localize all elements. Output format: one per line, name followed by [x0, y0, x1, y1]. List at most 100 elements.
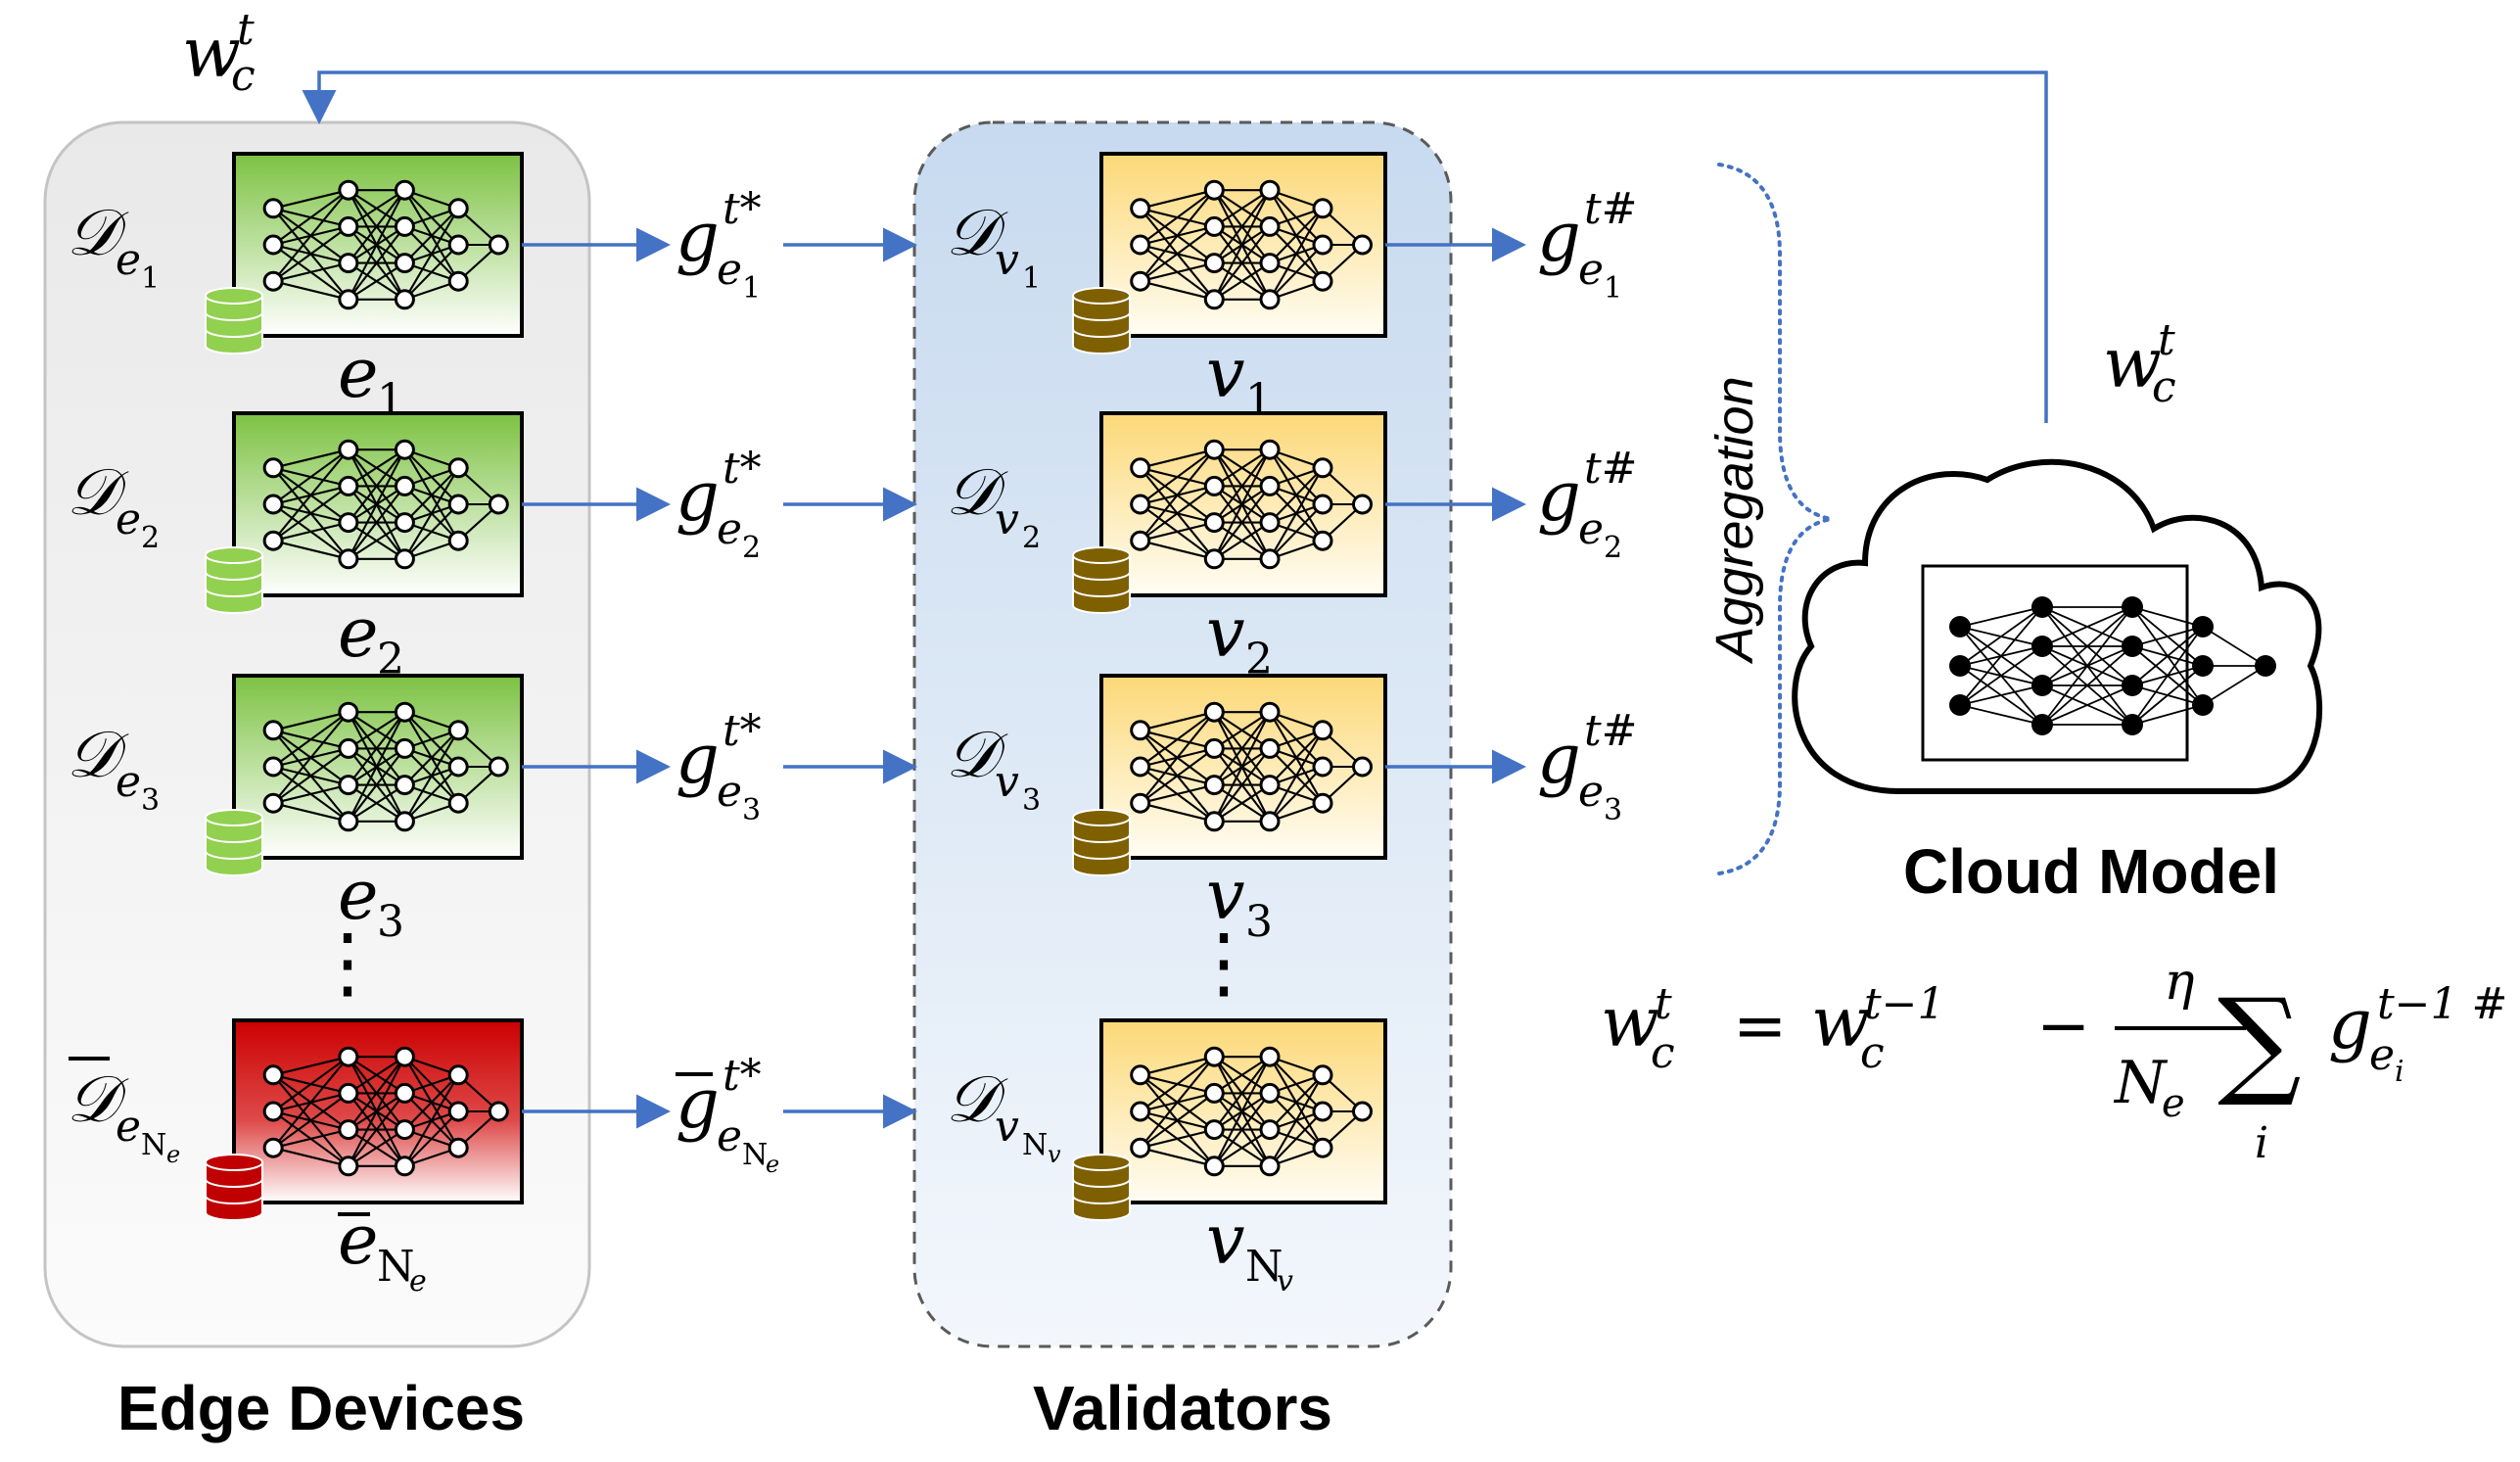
- gradient-sub: e: [717, 504, 742, 554]
- filtered-gradient-sup: t#: [1584, 444, 1638, 494]
- svg-text:c: c: [1651, 1028, 1675, 1078]
- database-icon: [1072, 809, 1131, 876]
- gradient-subsub: 2: [742, 531, 761, 565]
- edge-devices-title: Edge Devices: [117, 1373, 525, 1443]
- gradient-sup: t*: [723, 184, 762, 234]
- validator-dataset-sub: v: [995, 495, 1019, 544]
- cloud-network-icon: [1949, 596, 2276, 735]
- top-feedback-label: w c t: [182, 5, 256, 101]
- svg-text:e: e: [2162, 1081, 2185, 1126]
- svg-text:i: i: [2395, 1055, 2404, 1089]
- gradient-symbol: g: [676, 197, 720, 277]
- database-icon: [205, 1154, 263, 1221]
- validator-dataset-subsub: 3: [1022, 783, 1041, 818]
- neural-network-icon: [262, 701, 509, 832]
- database-icon: [205, 546, 263, 614]
- gradient-subsub: 3: [742, 793, 761, 827]
- validators-title: Validators: [1033, 1373, 1332, 1443]
- cloud-model-icon: [1792, 458, 2323, 794]
- svg-text:i: i: [2255, 1118, 2268, 1168]
- neural-network-icon: [262, 179, 509, 310]
- edge-dataset-subsub: 1: [141, 261, 160, 296]
- svg-text:η: η: [2164, 953, 2194, 1012]
- gradient-sup: t*: [723, 706, 762, 756]
- edge-dataset-subsub: 3: [141, 783, 160, 818]
- edge-device-symbol: e: [338, 333, 378, 413]
- svg-text:c: c: [231, 51, 256, 101]
- gradient-subsub: N: [742, 1138, 768, 1172]
- gradient-sup: t*: [723, 444, 762, 494]
- validator-dataset-subsub: 1: [1022, 261, 1041, 296]
- edge-device-symbol: e: [338, 592, 378, 673]
- edge-dataset-subsubsub: e: [166, 1141, 180, 1168]
- update-rule-formula: w c t = w c t−1 − η N e ∑ i g e i t−1 #: [1601, 953, 2507, 1168]
- neural-network-icon: [1130, 439, 1373, 570]
- edge-dataset-subsub: N: [141, 1128, 166, 1162]
- svg-text:w: w: [1601, 982, 1659, 1062]
- edge-dataset-sub: e: [116, 1102, 141, 1152]
- validator-symbol: v: [1206, 1200, 1245, 1280]
- cloud-model-title: Cloud Model: [1903, 836, 2279, 907]
- filtered-gradient-sup: t#: [1584, 184, 1638, 234]
- svg-text:c: c: [2152, 362, 2176, 412]
- svg-text:g: g: [2328, 984, 2372, 1064]
- neural-network-icon: [262, 439, 509, 570]
- validator-dataset-subsubsub: v: [1048, 1141, 1061, 1168]
- filtered-gradient-symbol: g: [1537, 197, 1581, 277]
- filtered-gradient-subsub: 3: [1604, 793, 1622, 827]
- validator-dataset-subsub: N: [1022, 1128, 1048, 1162]
- svg-text:t: t: [2158, 315, 2175, 365]
- gradient-symbol: g: [676, 1063, 720, 1144]
- database-icon: [1072, 1154, 1131, 1221]
- validator-dataset-sub: v: [995, 757, 1019, 807]
- validator-symbol: v: [1206, 333, 1245, 413]
- svg-text:t−1 #: t−1 #: [2377, 979, 2507, 1029]
- svg-text:c: c: [1860, 1028, 1885, 1078]
- filtered-gradient-sub: e: [1578, 245, 1604, 295]
- cloud-feedback-arrow: [302, 71, 2048, 423]
- aggregation-label: Aggregation: [1705, 376, 1764, 664]
- database-icon: [205, 287, 263, 354]
- validator-symbol: v: [1206, 592, 1245, 673]
- edge-dataset-sub: e: [116, 757, 141, 807]
- validator-ellipsis: ⋮: [1185, 917, 1263, 1008]
- validator-dataset-sub: v: [995, 235, 1019, 285]
- aggregation-brace: [1717, 163, 1832, 875]
- validator-symbol: v: [1206, 855, 1245, 935]
- validator-dataset-subsub: 2: [1022, 521, 1041, 555]
- gradient-subsub: 1: [742, 271, 761, 306]
- edge-device-symbol: e: [338, 855, 378, 935]
- validator-sub: 3: [1245, 897, 1273, 947]
- edge-device-subsub: e: [409, 1264, 427, 1298]
- validator-subsub: v: [1277, 1264, 1293, 1298]
- neural-network-icon: [262, 1046, 509, 1177]
- edge-dataset-sub: e: [116, 235, 141, 285]
- svg-text:t: t: [237, 5, 255, 55]
- cloud-feedback-label: w c t: [2103, 315, 2176, 412]
- database-icon: [1072, 546, 1131, 614]
- edge-device-sub: 3: [377, 897, 404, 947]
- filtered-gradient-subsub: 2: [1604, 531, 1622, 565]
- svg-text:t: t: [1655, 979, 1672, 1029]
- neural-network-icon: [1130, 701, 1373, 832]
- gradient-sub: e: [717, 1111, 742, 1161]
- neural-network-icon: [1130, 1046, 1373, 1177]
- svg-text:w: w: [2103, 323, 2162, 403]
- validator-sub: N: [1245, 1242, 1283, 1292]
- svg-text:w: w: [1811, 982, 1870, 1062]
- gradient-symbol: g: [676, 719, 720, 799]
- gradient-subsubsub: e: [766, 1151, 779, 1178]
- gradient-sub: e: [717, 245, 742, 295]
- neural-network-icon: [1130, 179, 1373, 310]
- edge-dataset-subsub: 2: [141, 521, 160, 555]
